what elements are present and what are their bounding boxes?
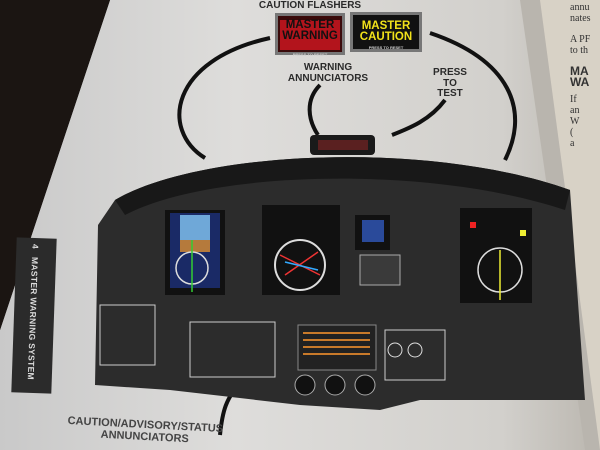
label-line: ANNUNCIATORS [287,72,369,84]
text-fragment: to th [570,45,589,56]
section-title: MASTER WARNING SYSTEM [25,256,41,381]
label-line: WARNING [303,62,353,73]
text-fragment: nates [570,13,591,24]
master-warning-line2: WARNING [282,30,338,42]
text-fragment: annu [570,2,590,13]
text-fragment: If [570,94,577,105]
master-warning-line1: MASTER [285,19,335,31]
cockpit-panel [95,135,585,410]
label-line: TO [443,77,457,89]
right-page-text: annu nates A PF to th MA WA If an W ( a [570,2,591,149]
caution-flashers-label: CAUTION FLASHERS [258,0,362,11]
master-caution-sub: PRESS TO RESET [368,45,404,50]
text-fragment: an [570,105,580,116]
text-fragment: A PF [570,34,591,45]
text-fragment: ( [570,127,574,138]
text-fragment: MA [570,64,589,78]
text-fragment: a [570,138,575,149]
label-line: TEST [437,88,463,99]
section-tab: 4 MASTER WARNING SYSTEM [11,237,57,394]
label-line: PRESS [433,67,467,78]
master-warning-sub: PRESS TO RESET [292,52,328,57]
arrows [177,31,518,436]
text-fragment: WA [570,75,590,89]
master-caution-line1: MASTER [361,20,411,32]
section-number: 4 [30,243,41,250]
master-caution-line2: CAUTION [359,31,413,43]
text-fragment: W [570,116,580,127]
